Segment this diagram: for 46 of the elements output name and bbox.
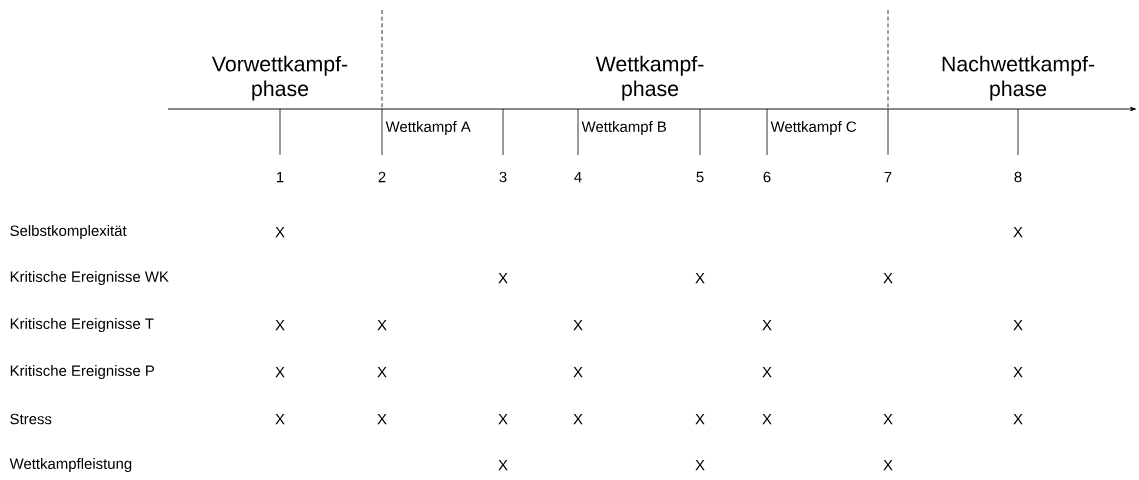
row-label: Kritische Ereignisse T (10, 318, 154, 332)
tick-number: 6 (763, 171, 771, 183)
x-mark: X (762, 319, 772, 331)
phase-heading: Vorwettkampf- phase (211, 55, 348, 101)
x-mark: X (498, 272, 508, 284)
x-mark: X (275, 226, 285, 238)
x-mark: X (573, 366, 583, 378)
x-mark: X (883, 272, 893, 284)
row-label: Stress (10, 413, 52, 425)
x-mark: X (377, 319, 387, 331)
x-mark: X (275, 413, 285, 425)
tick-number: 8 (1014, 171, 1022, 183)
tick-number: 4 (574, 171, 582, 183)
row-label: Selbstkomplexität (10, 225, 127, 239)
tick-number: 7 (884, 171, 892, 183)
row-label: Kritische Ereignisse P (10, 365, 155, 379)
x-mark: X (883, 413, 893, 425)
x-mark: X (275, 319, 285, 331)
segment-label: Wettkampf C (770, 121, 857, 135)
x-mark: X (695, 413, 705, 425)
x-mark: X (883, 459, 893, 471)
x-mark: X (762, 366, 772, 378)
x-mark: X (1013, 226, 1023, 238)
tick-number: 1 (277, 171, 284, 183)
tick-number: 2 (378, 171, 386, 183)
row-label: Wettkampfleistung (9, 458, 132, 472)
tick-number: 3 (499, 171, 507, 183)
tick-number: 5 (696, 171, 704, 183)
x-mark: X (762, 413, 772, 425)
x-mark: X (498, 459, 508, 471)
segment-label: Wettkampf A (385, 121, 471, 135)
x-mark: X (1013, 366, 1023, 378)
x-mark: X (498, 413, 508, 425)
x-mark: X (573, 319, 583, 331)
phase-heading: Nachwettkampf- phase (942, 55, 1095, 101)
x-mark: X (695, 272, 705, 284)
phase-heading: Wettkampf- phase (595, 55, 704, 101)
x-mark: X (275, 366, 285, 378)
x-mark: X (377, 413, 387, 425)
x-mark: X (1013, 319, 1023, 331)
x-mark: X (1013, 413, 1023, 425)
segment-label: Wettkampf B (581, 121, 666, 135)
x-mark: X (695, 459, 705, 471)
x-mark: X (377, 366, 387, 378)
row-label: Kritische Ereignisse WK (10, 271, 169, 285)
x-mark: X (573, 413, 583, 425)
